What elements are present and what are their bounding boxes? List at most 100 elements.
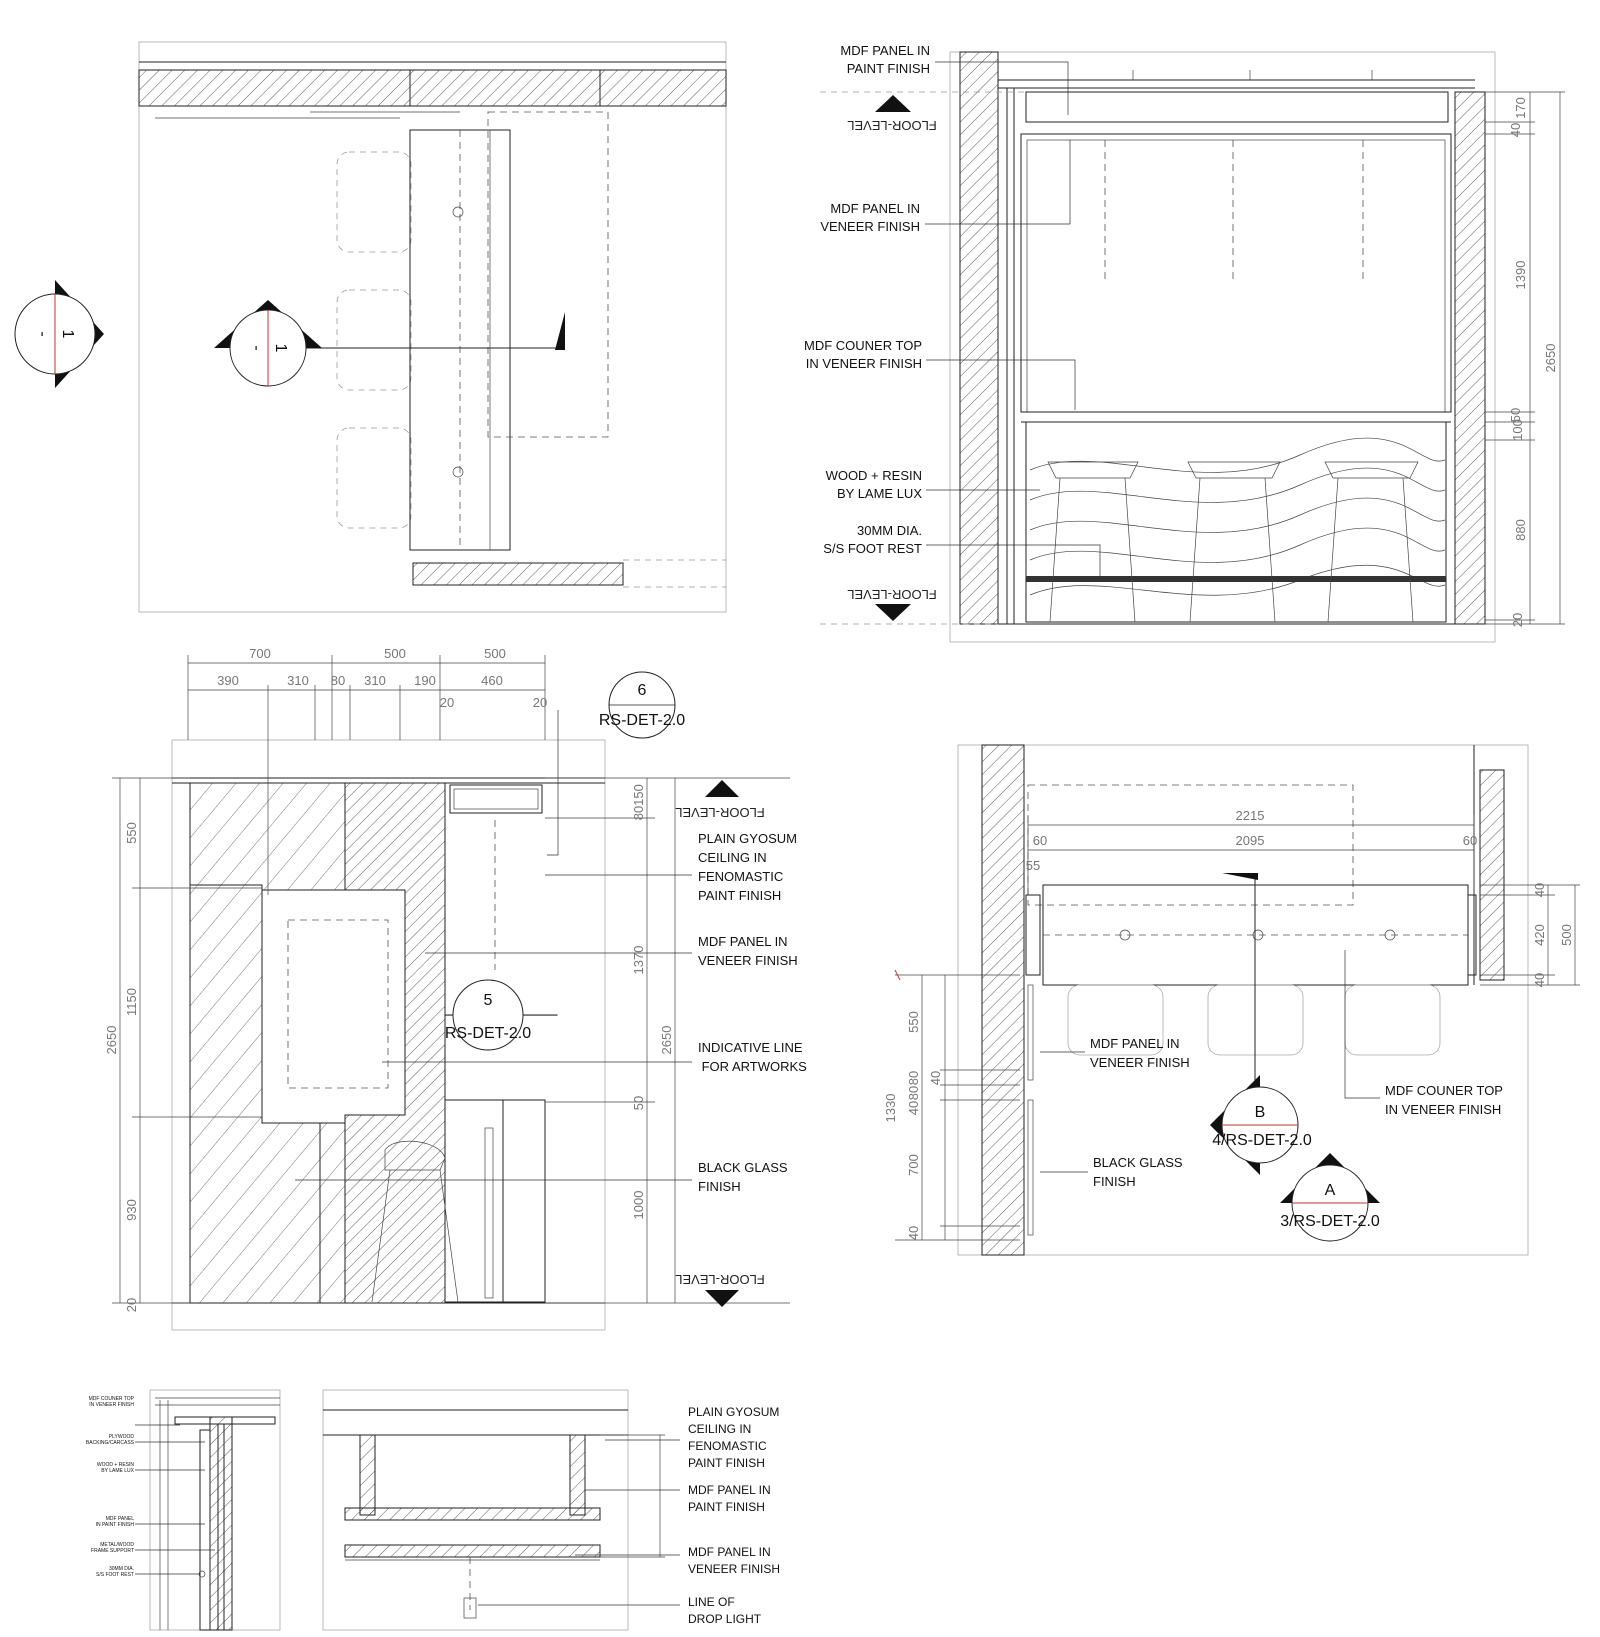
dim-310-b: 310 [364,673,386,688]
section-marker-a[interactable]: A 3/RS-DET-2.0 [1280,1153,1380,1242]
dim-80-pl-b: 80 [906,1086,921,1100]
dim-500-b: 500 [484,646,506,661]
dim-550-pl: 550 [906,1011,921,1033]
label-foot-rest: 30MM DIA.S/S FOOT REST [823,523,922,556]
dim-20-a: 20 [440,695,454,710]
dim-40-top: 40 [1532,883,1547,897]
callout-number: 5 [484,992,493,1009]
floor-level-label: FLOOR-LEVEL [675,805,765,820]
dim-1390: 1390 [1513,261,1528,290]
dim-420: 420 [1532,924,1547,946]
label-artworks: INDICATIVE LINE FOR ARTWORKS [698,1040,807,1074]
dim-80-pl-a: 80 [906,1071,921,1085]
elevation-top-right [820,51,1565,643]
marker-letter: A [1325,1182,1336,1199]
dim-150: 150 [631,784,646,806]
level-marker-mid-top: FLOOR-LEVEL [675,780,765,820]
detail-callout-6[interactable]: 6 RS-DET-2.0 [599,671,685,739]
level-marker-mid-bottom: FLOOR-LEVEL [675,1272,765,1307]
dim-40: 40 [1508,123,1523,137]
dim-1000: 1000 [631,1191,646,1220]
level-marker-top: FLOOR-LEVEL [847,95,937,133]
section-marker-1[interactable]: 1 - [14,280,104,388]
dim-40-pl-b: 40 [906,1101,921,1115]
floor-level-label: FLOOR-LEVEL [847,118,937,133]
dim-700: 700 [249,646,271,661]
section-marker-sheet: - [34,331,51,336]
dim-40-pl-a: 40 [928,1071,943,1085]
marker-letter: B [1255,1104,1266,1121]
callout-number: 6 [638,682,647,699]
dim-1150: 1150 [124,988,139,1016]
dim-20-b: 20 [533,695,547,710]
floor-level-label: FLOOR-LEVEL [847,587,937,602]
dim-550: 550 [124,822,139,844]
section-marker-sheet: - [248,345,265,350]
dim-40-bot: 40 [1532,973,1547,987]
dim-2095: 2095 [1236,833,1265,848]
dim-2650: 2650 [1543,344,1558,373]
dim-310-a: 310 [287,673,309,688]
dim-55: 55 [1026,858,1040,873]
dim-2215: 2215 [1236,808,1265,823]
section-marker-number: 1 [272,344,289,353]
dim-1370: 1370 [631,946,646,975]
dim-100: 100 [1510,419,1525,441]
label-foot-rest-small: 30MM DIA.S/S FOOT REST [96,1566,134,1578]
dim-20-left: 20 [124,1298,139,1312]
dim-80-r: 80 [631,806,646,820]
dim-2650-right: 2650 [659,1026,674,1055]
dim-50-r: 50 [631,1096,646,1110]
section-marker-1-plan[interactable]: 1 - [214,300,322,387]
dim-40-pl-c: 40 [906,1226,921,1240]
dim-880: 880 [1513,519,1528,541]
marker-sheet: 4/RS-DET-2.0 [1212,1132,1312,1149]
dim-80: 80 [331,673,345,688]
dim-390: 390 [217,673,239,688]
dim-700-pl: 700 [906,1154,921,1176]
plan-top-left [138,41,727,613]
dim-60-left: 60 [1033,833,1047,848]
section-marker-number: 1 [59,330,76,339]
dim-170: 170 [1513,97,1528,119]
marker-sheet: 3/RS-DET-2.0 [1280,1213,1380,1230]
detail-bottom-mid [322,1389,680,1631]
dim-20: 20 [1510,613,1525,627]
detail-small-left [135,1389,281,1631]
level-marker-bottom: FLOOR-LEVEL [847,587,937,621]
dim-930: 930 [124,1199,139,1221]
dim-190: 190 [414,673,436,688]
dim-500-right: 500 [1559,924,1574,946]
elevation-mid-left [112,655,790,1331]
section-marker-b[interactable]: B 4/RS-DET-2.0 [1210,1075,1312,1175]
dim-500-a: 500 [384,646,406,661]
dim-2650-left: 2650 [104,1026,119,1055]
callout-sheet: RS-DET-2.0 [445,1025,531,1042]
detail-callout-5[interactable]: 5 RS-DET-2.0 [444,979,558,1051]
plan-mid-right [894,744,1580,1256]
